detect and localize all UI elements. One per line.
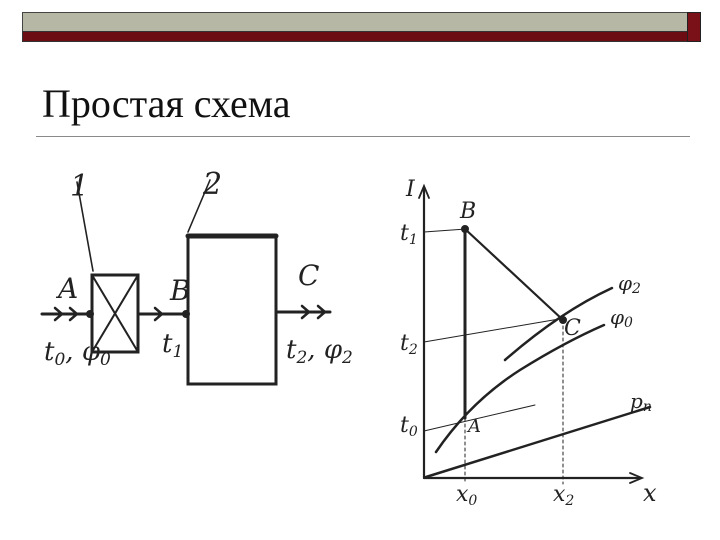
unit-1-label: 1 — [70, 169, 89, 204]
unit-2-leader — [187, 179, 211, 233]
inlet-arrowhead — [53, 306, 64, 322]
point-a-label: A — [55, 272, 78, 305]
y-tick-t2: t2 — [400, 331, 418, 358]
y-tick-t1: t1 — [400, 221, 418, 248]
t1-guide — [423, 228, 467, 233]
slide-title: Простая схема — [42, 81, 291, 126]
header-corner-block — [687, 12, 701, 42]
inlet-arrowhead-2 — [68, 306, 79, 322]
t0-guide — [423, 404, 536, 432]
x-tick-x0: x0 — [456, 482, 477, 509]
unit-2-label: 2 — [202, 167, 222, 202]
curve-phi2 — [503, 286, 614, 362]
y-tick-t0: t0 — [400, 413, 418, 440]
point-b-chart-label: B — [459, 199, 476, 224]
y-axis-arrow — [418, 183, 430, 199]
unit-1-leader — [76, 181, 94, 272]
outlet-arrowhead — [300, 304, 311, 320]
outlet-arrowhead-2 — [316, 304, 327, 320]
curve-pn — [424, 405, 652, 479]
middle-state-label: t1 — [162, 329, 183, 362]
x-tick-x2: x2 — [553, 482, 574, 509]
unit-1-cross-b — [91, 274, 139, 353]
t2-guide — [423, 317, 566, 343]
curve-phi0-label: φ0 — [610, 305, 633, 331]
title-underline — [36, 136, 690, 137]
x-axis-arrow — [629, 472, 645, 484]
y-axis-label: I — [405, 177, 416, 202]
curve-phi2-label: φ2 — [618, 271, 641, 297]
connector-arrowhead — [153, 306, 164, 322]
x-axis-label: x — [643, 479, 657, 507]
inlet-state-label: t0, φ0 — [44, 337, 111, 370]
unit-2-box — [186, 234, 278, 386]
outlet-state-label: t2, φ2 — [286, 335, 353, 368]
point-c-label: C — [298, 259, 319, 292]
process-schematic — [40, 179, 332, 386]
ix-diagram — [418, 183, 652, 485]
point-a-chart-label: A — [466, 416, 481, 437]
point-b-dot-chart — [461, 225, 469, 233]
curve-pn-label: pп — [630, 389, 652, 415]
point-c-chart-label: C — [564, 316, 581, 341]
point-b-label: B — [169, 274, 191, 307]
curve-phi0 — [434, 323, 606, 454]
process-line-bc — [463, 227, 565, 322]
